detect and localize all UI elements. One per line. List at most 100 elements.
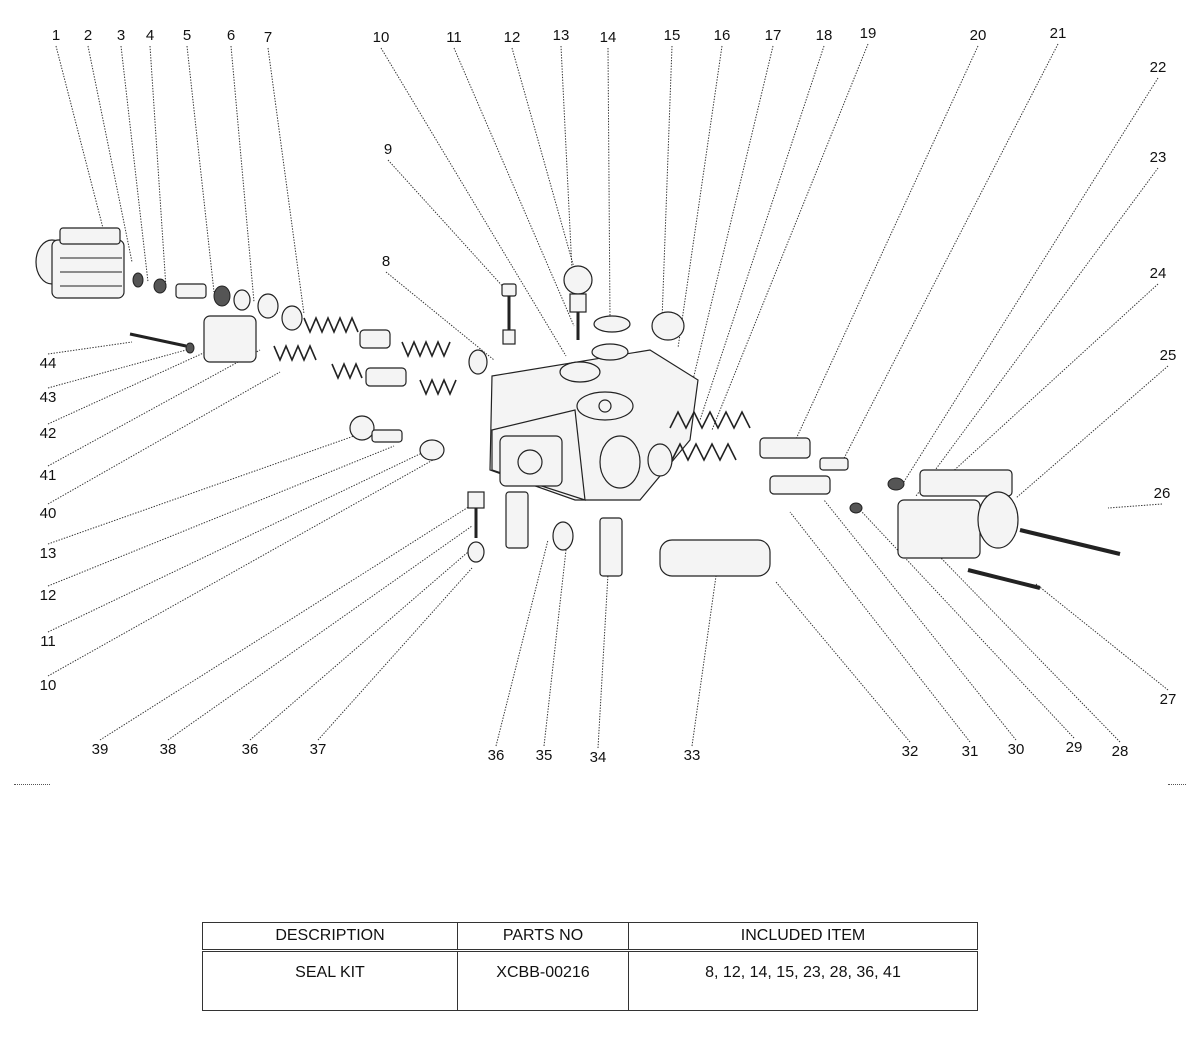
left-end-cap (35, 227, 303, 331)
leader-line (249, 551, 469, 741)
leader-line (1015, 365, 1169, 499)
leader-line (597, 573, 609, 749)
leader-line (699, 45, 825, 421)
leader-line (47, 435, 355, 545)
right-end-cap (897, 469, 1121, 590)
leader-line (691, 45, 774, 385)
leader-line (167, 525, 473, 741)
middle-left-cap (129, 315, 257, 363)
leader-line (47, 371, 281, 505)
callout-label-42: 42 (40, 425, 57, 442)
table-header-row: DESCRIPTION PARTS NO INCLUDED ITEM (202, 922, 978, 952)
callout-label-3: 3 (117, 27, 125, 44)
leader-line (87, 45, 133, 263)
leader-line (543, 549, 567, 747)
leader-line (47, 455, 441, 677)
bottom-fittings (349, 415, 771, 577)
table-row: SEAL KIT XCBB-00216 8, 12, 14, 15, 23, 2… (202, 950, 978, 1011)
callout-label-23: 23 (1150, 149, 1167, 166)
leader-line (1107, 503, 1163, 509)
callout-label-15: 15 (664, 27, 681, 44)
callout-label-39: 39 (92, 741, 109, 758)
leader-line (149, 45, 167, 289)
leader-line (691, 575, 717, 747)
callout-label-19: 19 (860, 25, 877, 42)
callout-label-13: 13 (40, 545, 57, 562)
leader-line (607, 47, 611, 319)
leader-line (789, 45, 979, 453)
callout-label-20: 20 (970, 27, 987, 44)
callout-label-8: 8 (382, 253, 390, 270)
leader-line (47, 349, 187, 389)
leader-line (47, 341, 133, 355)
leader-line (677, 45, 723, 349)
exploded-view-diagram: 1234567101112131415161718192021229238244… (35, 25, 1177, 766)
header-description: DESCRIPTION (202, 922, 458, 952)
leader-line (47, 349, 261, 467)
callout-label-11: 11 (446, 29, 462, 46)
callout-label-17: 17 (765, 27, 782, 44)
callout-label-13: 13 (553, 27, 570, 44)
callout-label-26: 26 (1154, 485, 1171, 502)
leader-line (186, 45, 215, 293)
callout-label-37: 37 (310, 741, 327, 758)
top-fittings (501, 265, 685, 361)
callout-label-25: 25 (1160, 347, 1177, 364)
callout-label-4: 4 (146, 27, 154, 44)
cell-included-item: 8, 12, 14, 15, 23, 28, 36, 41 (628, 950, 978, 1011)
leader-line (789, 511, 971, 743)
callout-label-30: 30 (1008, 741, 1025, 758)
callout-label-16: 16 (714, 27, 731, 44)
callout-label-6: 6 (227, 27, 235, 44)
cell-parts-no: XCBB-00216 (457, 950, 629, 1011)
callout-label-33: 33 (684, 747, 701, 764)
leader-line (99, 505, 471, 741)
callout-label-2: 2 (84, 27, 92, 44)
callout-label-27: 27 (1160, 691, 1177, 708)
callout-label-10: 10 (40, 677, 57, 694)
leader-line (230, 45, 255, 303)
valve-body (489, 349, 699, 501)
header-included-item: INCLUDED ITEM (628, 922, 978, 952)
leader-line (839, 43, 1059, 467)
leader-line (453, 47, 575, 327)
leader-line (925, 283, 1159, 497)
callout-label-12: 12 (40, 587, 57, 604)
leader-line (385, 271, 495, 361)
leader-line (915, 167, 1159, 497)
cell-description: SEAL KIT (202, 950, 458, 1011)
callout-label-36: 36 (488, 747, 505, 764)
leader-line (861, 511, 1075, 739)
leader-line (55, 45, 105, 233)
leader-line (267, 47, 305, 315)
callout-label-35: 35 (536, 747, 553, 764)
leader-line (511, 47, 583, 297)
leader-line (560, 45, 573, 271)
callout-label-12: 12 (504, 29, 521, 46)
right-spool (669, 410, 905, 514)
callout-label-40: 40 (40, 505, 57, 522)
callout-label-14: 14 (600, 29, 617, 46)
callout-label-28: 28 (1112, 743, 1129, 760)
callout-label-21: 21 (1050, 25, 1067, 42)
callout-label-36: 36 (242, 741, 259, 758)
leader-line (47, 445, 395, 587)
callout-label-5: 5 (183, 27, 191, 44)
callout-label-9: 9 (384, 141, 392, 158)
callout-label-10: 10 (373, 29, 390, 46)
leader-line (823, 499, 1017, 741)
callout-label-44: 44 (40, 355, 57, 372)
leader-line (47, 451, 425, 633)
leader-line (775, 581, 911, 743)
leader-line (661, 45, 673, 321)
leader-line (711, 43, 869, 431)
valve-artwork (35, 227, 1121, 590)
leader-line (317, 567, 473, 741)
separator-left (14, 784, 50, 785)
callout-label-41: 41 (40, 467, 57, 484)
callout-label-29: 29 (1066, 739, 1083, 756)
upper-spool (303, 315, 488, 375)
callout-label-32: 32 (902, 743, 919, 760)
callout-label-34: 34 (590, 749, 607, 766)
